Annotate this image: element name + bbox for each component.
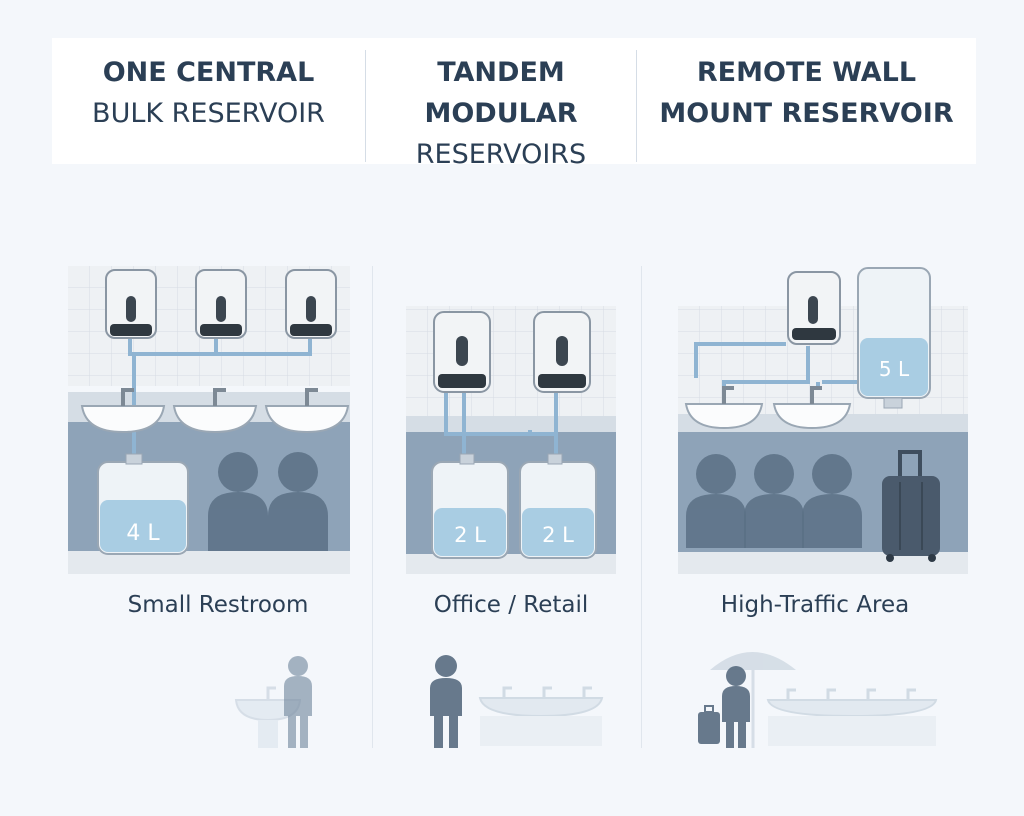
- modular-reservoir: [431, 453, 509, 559]
- sink-icon: [478, 686, 604, 746]
- person-silhouette-icon: [722, 666, 750, 748]
- counter: [406, 416, 616, 432]
- sink-icon: [80, 388, 166, 434]
- soap-dispenser-icon: [533, 311, 591, 393]
- bulk-reservoir: [97, 453, 189, 555]
- sink-icon: [766, 688, 938, 746]
- person-silhouette-icon: [208, 452, 268, 551]
- header-bar: ONE CENTRAL BULK RESERVOIR TANDEM MODULA…: [52, 38, 976, 170]
- mini-scene-office-retail: [430, 655, 604, 748]
- column-title-2: TANDEM MODULAR RESERVOIRS: [366, 38, 636, 178]
- person-silhouette-icon: [686, 454, 746, 548]
- person-silhouette-icon: [802, 454, 862, 548]
- mini-scene-small-restroom: [234, 656, 312, 748]
- sink-icon: [264, 388, 350, 434]
- person-silhouette-icon: [268, 452, 328, 551]
- sink-icon: [684, 386, 764, 430]
- reservoir-volume-label: 2 L: [542, 523, 574, 547]
- suitcase-icon: [698, 705, 720, 744]
- column-title-2-line-2: MODULAR: [424, 98, 578, 129]
- sink-icon: [772, 386, 852, 430]
- wall-mount-reservoir: [857, 267, 931, 409]
- mini-scene-high-traffic: [698, 652, 938, 748]
- umbrella-icon: [710, 652, 796, 748]
- header-divider-2: [636, 50, 637, 162]
- column-title-2-line-3: RESERVOIRS: [415, 139, 587, 170]
- header-divider-1: [365, 50, 366, 162]
- soap-dispenser-icon: [105, 269, 157, 339]
- soap-dispenser-icon: [787, 271, 841, 345]
- modular-reservoir: [519, 453, 597, 559]
- floor: [678, 552, 968, 574]
- column-title-3-line-1: REMOTE WALL: [696, 57, 917, 88]
- column-title-1-line-1: ONE CENTRAL: [102, 57, 315, 88]
- person-silhouette-icon: [284, 656, 312, 748]
- column-title-3: REMOTE WALL MOUNT RESERVOIR: [637, 38, 976, 178]
- panel-divider-2: [641, 266, 642, 748]
- reservoir-volume-label: 4 L: [126, 521, 160, 546]
- supply-pipe: [444, 390, 558, 456]
- person-silhouette-icon: [430, 655, 462, 748]
- reservoir-volume-label: 2 L: [454, 523, 486, 547]
- column-title-3-line-2: MOUNT RESERVOIR: [659, 98, 954, 129]
- scene-central-bulk: 4 L: [68, 266, 350, 574]
- scene-remote-wall-mount: 5 L: [678, 267, 968, 574]
- scene-tandem-modular: 2 L 2 L: [406, 306, 616, 574]
- panel-divider-1: [372, 266, 373, 748]
- supply-pipe: [694, 342, 858, 396]
- soap-dispenser-icon: [285, 269, 337, 339]
- supply-pipe: [128, 338, 312, 458]
- reservoir-volume-label: 5 L: [879, 357, 910, 381]
- column-title-1-line-2: BULK RESERVOIR: [92, 98, 325, 129]
- caption-small-restroom: Small Restroom: [127, 592, 309, 618]
- sink-icon: [172, 388, 258, 434]
- person-silhouette-icon: [744, 454, 804, 548]
- column-title-2-line-1: TANDEM: [437, 57, 565, 88]
- caption-office-retail: Office / Retail: [433, 592, 589, 618]
- floor: [68, 551, 350, 574]
- soap-dispenser-icon: [195, 269, 247, 339]
- column-title-1: ONE CENTRAL BULK RESERVOIR: [52, 38, 365, 178]
- suitcase-icon: [882, 450, 940, 562]
- caption-high-traffic: High-Traffic Area: [720, 592, 910, 618]
- soap-dispenser-icon: [433, 311, 491, 393]
